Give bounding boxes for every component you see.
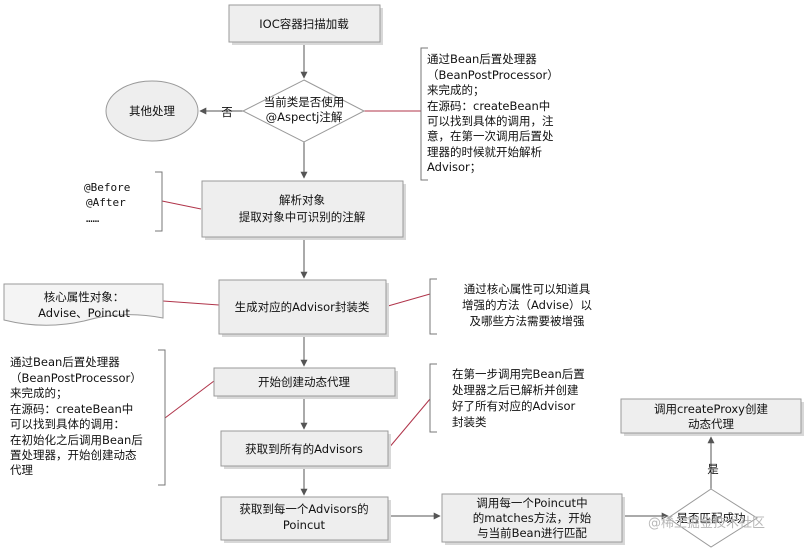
note-annotations-line: ……	[86, 212, 100, 225]
note-left-bottom-line: 可以找到具体的调用：	[10, 417, 125, 431]
note-advise-line: 增强的方法（Advise）以	[462, 298, 593, 312]
decision-aspectj: 当前类是否使用 @Aspectj注解	[241, 79, 366, 143]
note-top-right-line: 在源码：createBean中	[427, 99, 550, 113]
note-core-props-line: 核心属性对象：	[44, 290, 125, 304]
flow-edges	[199, 44, 715, 520]
note-annotations: @Before @After ……	[84, 171, 163, 232]
note-annotations-line: @Before	[84, 181, 130, 194]
box-ioc-scan: IOC容器扫描加载	[228, 4, 383, 45]
get-pointcut-label-2: Poincut	[283, 518, 326, 532]
note-core-props-line: Advise、Poincut	[38, 306, 130, 320]
note-top-right-line: 通过Bean后置处理器	[427, 52, 537, 66]
call-matches-label-2: 的matches方法，开始	[473, 511, 592, 525]
ioc-scan-label: IOC容器扫描加载	[259, 17, 349, 31]
start-proxy-label: 开始创建动态代理	[258, 375, 350, 389]
link-core-props	[162, 300, 220, 306]
call-matches-label-1: 调用每一个Poincut中	[476, 496, 587, 510]
note-annotations-line: @After	[86, 196, 126, 209]
ellipse-other-handling: 其他处理	[105, 80, 199, 142]
note-top-right-line: 可以找到具体的调用，注	[427, 114, 554, 128]
note-advise-line: 及哪些方法需要被增强	[470, 314, 585, 328]
box-get-pointcut: 获取到每一个Advisors的 Poincut	[220, 496, 391, 543]
generate-advisor-label: 生成对应的Advisor封装类	[235, 300, 370, 314]
get-pointcut-label-1: 获取到每一个Advisors的	[239, 502, 368, 516]
note-first-step-line: 在第一步调用完Bean后置	[452, 367, 585, 381]
box-start-proxy: 开始创建动态代理	[213, 367, 398, 399]
note-core-props: 核心属性对象： Advise、Poincut	[3, 283, 164, 326]
other-handling-label: 其他处理	[129, 104, 175, 118]
watermark-text: @稀土掘金技术社区	[648, 515, 765, 531]
parse-object-label-2: 提取对象中可识别的注解	[239, 210, 366, 224]
note-first-step-line: 封装类	[452, 415, 487, 429]
note-left-bottom-line: （BeanPostProcessor）	[10, 371, 142, 385]
note-left-bottom: 通过Bean后置处理器 （BeanPostProcessor） 来完成的； 在源…	[10, 349, 166, 486]
note-advise-line: 通过核心属性可以知道具	[464, 282, 591, 296]
aspectj-label-2: @Aspectj注解	[266, 110, 343, 124]
call-matches-label-3: 与当前Bean进行匹配	[477, 526, 587, 540]
note-top-right-line: 意，在第一次调用后置处	[427, 129, 554, 143]
note-top-right-line: 理器的时候就开始解析	[427, 145, 542, 159]
note-top-right-line: Advisor；	[427, 160, 481, 174]
note-top-right: 通过Bean后置处理器 （BeanPostProcessor） 来完成的； 在源…	[420, 47, 559, 181]
note-first-step: 在第一步调用完Bean后置 处理器之后已解析并创建 好了所有对应的Advisor…	[429, 363, 585, 433]
create-proxy-label-2: 动态代理	[688, 417, 734, 431]
create-proxy-label-1: 调用createProxy创建	[654, 402, 769, 416]
note-left-bottom-line: 代理	[10, 463, 33, 477]
note-left-bottom-line: 置处理器，开始创建动态	[10, 448, 137, 462]
aspectj-label-1: 当前类是否使用	[264, 95, 345, 109]
box-call-matches: 调用每一个Poincut中 的matches方法，开始 与当前Bean进行匹配	[441, 493, 625, 545]
box-get-advisors: 获取到所有的Advisors	[220, 430, 391, 469]
link-parse-annotations	[161, 200, 202, 210]
note-advise: 通过核心属性可以知道具 增强的方法（Advise）以 及哪些方法需要被增强	[429, 278, 593, 335]
box-generate-advisor: 生成对应的Advisor封装类	[218, 279, 389, 337]
edge-label-yes: 是	[707, 462, 719, 476]
box-create-proxy: 调用createProxy创建 动态代理	[620, 398, 804, 436]
note-left-bottom-line: 来完成的；	[10, 386, 68, 400]
note-connectors	[161, 110, 431, 450]
decision-match-success: 是否匹配成功	[667, 488, 758, 548]
link-advise-note	[387, 293, 431, 307]
match-success-label: 是否匹配成功	[677, 511, 746, 525]
note-top-right-line: 来完成的；	[427, 83, 485, 97]
edge-label-no: 否	[221, 105, 233, 119]
get-advisors-label: 获取到所有的Advisors	[245, 442, 363, 456]
box-parse-object: 解析对象 提取对象中可识别的注解	[201, 180, 406, 240]
note-first-step-line: 好了所有对应的Advisor	[452, 399, 575, 413]
note-first-step-line: 处理器之后已解析并创建	[452, 383, 579, 397]
parse-object-label-1: 解析对象	[279, 193, 325, 207]
link-first-step-note	[387, 398, 431, 450]
note-left-bottom-line: 在初始化之后调用Bean后	[10, 433, 143, 447]
note-left-bottom-line: 通过Bean后置处理器	[10, 355, 120, 369]
note-left-bottom-line: 在源码：createBean中	[10, 402, 133, 416]
link-left-note-proxy	[164, 380, 215, 419]
note-top-right-line: （BeanPostProcessor）	[427, 68, 559, 82]
